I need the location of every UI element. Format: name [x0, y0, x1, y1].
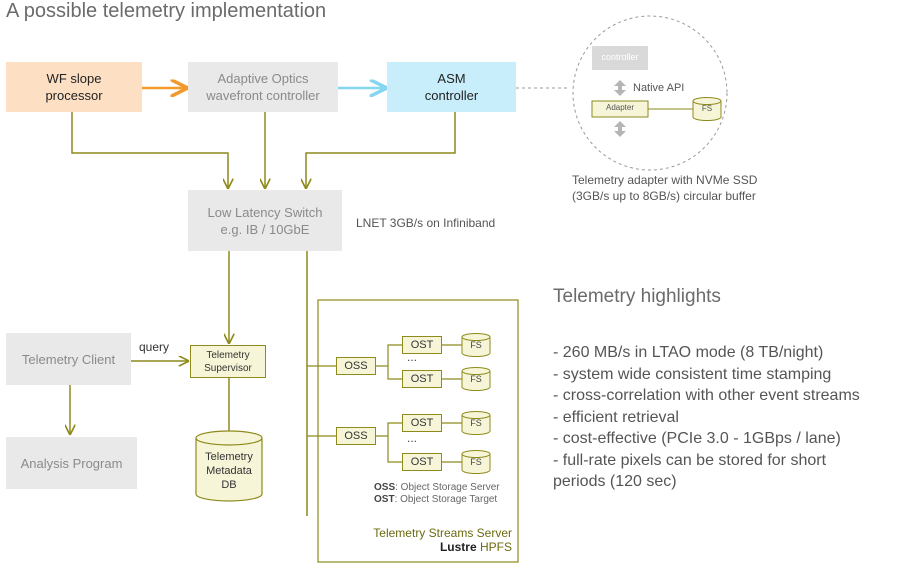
ao-controller-label: Adaptive Optics wavefront controller	[206, 71, 320, 103]
legend-oss: OSS: Object Storage Server	[374, 482, 500, 493]
highlights-title: Telemetry highlights	[553, 286, 721, 307]
fs-label-3: FS	[470, 418, 482, 428]
oss-box-2: OSS	[336, 427, 376, 445]
low-latency-switch-label: Low Latency Switch e.g. IB / 10GbE	[207, 204, 323, 237]
ost-box-2: OST	[402, 370, 442, 388]
detail-controller-box	[592, 46, 648, 70]
asm-controller-box: ASM controller	[387, 62, 516, 112]
highlight-item: - efficient retrieval	[553, 408, 679, 426]
fs-label-2: FS	[470, 374, 482, 384]
storage-server-caption: Telemetry Streams Server Lustre HPFS	[330, 526, 512, 554]
analysis-program-label: Analysis Program	[20, 455, 123, 471]
adapter-detail-circle	[572, 15, 728, 171]
wf-slope-processor-box: WF slope processor	[6, 62, 142, 112]
highlights-list: - 260 MB/s in LTAO mode (8 TB/night) - s…	[553, 342, 860, 493]
line-oss2-to-osts	[376, 422, 402, 463]
metadata-db-label: Telemetry Metadata DB	[205, 451, 253, 491]
ost-box-4: OST	[402, 453, 442, 471]
line-oss1-to-osts	[376, 344, 402, 380]
native-api-arrow-icon	[614, 80, 626, 96]
storage-server-frame	[317, 299, 519, 563]
ao-controller-box: Adaptive Optics wavefront controller	[188, 62, 338, 112]
detail-fs-cylinder	[692, 97, 722, 121]
telemetry-supervisor-box: Telemetry Supervisor	[190, 345, 266, 378]
fs-cylinder-3	[461, 411, 491, 435]
detail-adapter-label: Adapter	[605, 103, 635, 112]
detail-fs-label: FS	[701, 104, 713, 113]
detail-down-arrow-icon	[614, 121, 626, 137]
ost-label-4: OST	[410, 456, 434, 468]
telemetry-client-box: Telemetry Client	[6, 333, 131, 385]
highlight-item: periods (120 sec)	[553, 473, 677, 490]
detail-controller-label: controller	[601, 52, 639, 62]
fs-label-4: FS	[470, 457, 482, 467]
arrow-wf-to-switch	[71, 112, 228, 188]
analysis-program-box: Analysis Program	[6, 437, 137, 489]
ost-label-2: OST	[410, 373, 434, 385]
ost-label-1: OST	[410, 339, 434, 351]
oss-box-1: OSS	[336, 357, 376, 375]
asm-controller-label: ASM controller	[424, 71, 479, 103]
lustre-caption-line: Lustre HPFS	[439, 540, 512, 554]
fs-cylinder-1	[461, 333, 491, 357]
highlight-item: - 260 MB/s in LTAO mode (8 TB/night)	[553, 344, 824, 361]
highlight-item: - full-rate pixels can be stored for sho…	[553, 451, 827, 469]
page-title: A possible telemetry implementation	[6, 0, 327, 22]
wf-slope-processor-label: WF slope processor	[45, 71, 103, 103]
highlight-item: - cross-correlation with other event str…	[553, 387, 860, 404]
fs-label-1: FS	[470, 340, 482, 350]
highlight-item: - cost-effective (PCIe 3.0 - 1GBps / lan…	[553, 430, 841, 447]
ost-label-3: OST	[410, 417, 434, 429]
lnet-label: LNET 3GB/s on Infiniband	[356, 216, 496, 230]
ost-ellipsis-2: ...	[407, 431, 418, 445]
storage-legend: OSS: Object Storage Server OST: Object S…	[374, 482, 500, 506]
ost-box-1: OST	[402, 336, 442, 354]
telemetry-supervisor-label: Telemetry Supervisor	[204, 349, 252, 374]
oss-label-1: OSS	[344, 360, 368, 372]
native-api-label: Native API	[633, 82, 685, 94]
arrow-asm-to-switch	[306, 112, 456, 188]
low-latency-switch-box: Low Latency Switch e.g. IB / 10GbE	[188, 190, 342, 251]
fs-cylinder-2	[461, 367, 491, 391]
adapter-caption-line1: Telemetry adapter with NVMe SSD	[572, 173, 758, 187]
highlight-item: - system wide consistent time stamping	[553, 365, 832, 383]
fs-cylinder-4	[461, 450, 491, 474]
telemetry-client-label: Telemetry Client	[21, 351, 116, 367]
query-label: query	[139, 340, 170, 354]
metadata-db-cylinder	[195, 430, 263, 502]
server-caption-line: Telemetry Streams Server	[373, 526, 512, 540]
ost-ellipsis-1: ...	[407, 350, 418, 364]
legend-ost: OST: Object Storage Target	[374, 494, 498, 505]
adapter-caption-line2: (3GB/s up to 8GB/s) circular buffer	[572, 189, 756, 203]
oss-label-2: OSS	[344, 430, 368, 442]
ost-box-3: OST	[402, 414, 442, 432]
